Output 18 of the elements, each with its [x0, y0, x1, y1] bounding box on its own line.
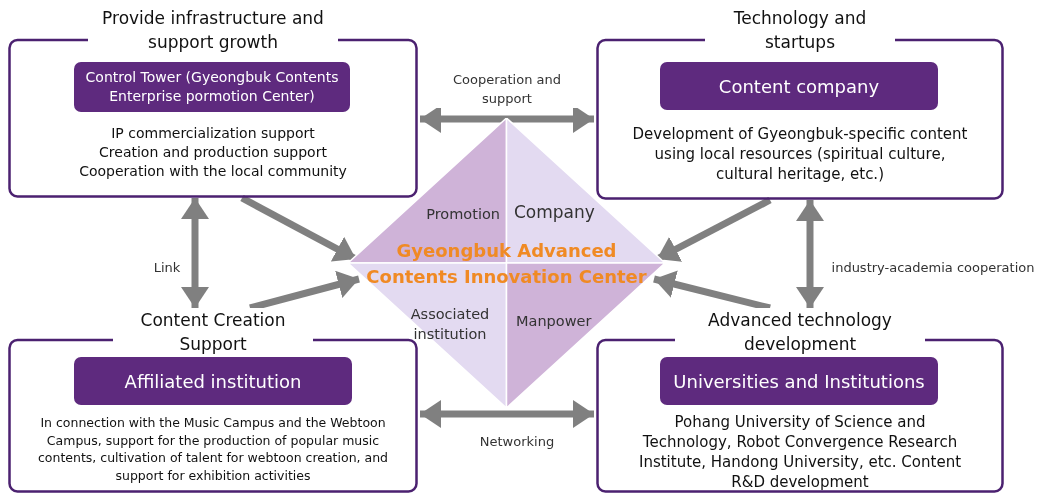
title-box: Affiliated institution [74, 357, 352, 405]
description-text: Creation and production support [98, 143, 328, 162]
title-box: Universities and Institutions [660, 357, 938, 405]
description-text: Development of Gyeongbuk-specific content using local resources (spiritual culture, cultural heritage, etc.) [631, 124, 969, 184]
center-title: Gyeongbuk Advanced Contents Innovation Center [366, 239, 647, 289]
section-heading: Content Creation Support [113, 308, 313, 356]
description-text: Cooperation with the local community [78, 162, 348, 181]
quadrant-label: Manpower [516, 312, 593, 331]
section-panel [596, 308, 1004, 493]
quadrant-label: Associated institution [409, 305, 491, 344]
quadrant-label: Promotion [425, 205, 500, 224]
title-box: Control Tower (Gyeongbuk Contents Enterprise pormotion Center) [74, 62, 350, 112]
title-box: Content company [660, 62, 938, 110]
description-text: IP commercialization support [110, 124, 316, 143]
section-heading: Advanced technology development [675, 308, 925, 356]
description-text: In connection with the Music Campus and the Webtoon Campus, support for the production of popular music contents, cultivation of talent for webtoon creation, and support for exhibition activities [36, 414, 390, 484]
description-text: Pohang University of Science and Technology, Robot Convergence Research Institute, Handong University, etc. Content R&D development [637, 412, 963, 492]
quadrant-label: Company [514, 202, 596, 222]
